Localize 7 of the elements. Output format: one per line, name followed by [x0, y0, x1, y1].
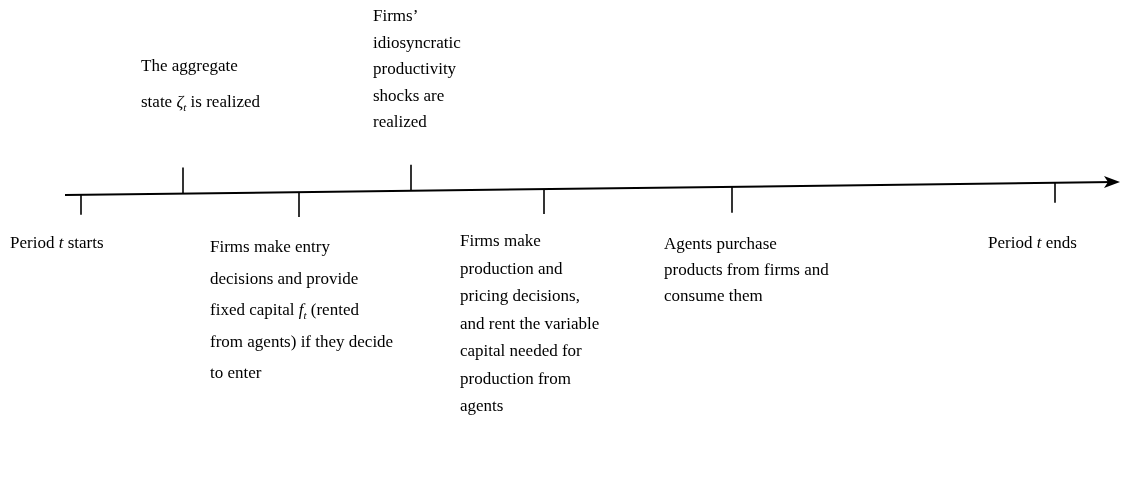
- event-label: Firms make entry decisions and provide fixed capital f$_{t}$ (rented from agents) if they decide to enter: [210, 236, 395, 384]
- event-label: Period t starts: [10, 232, 105, 254]
- event-label: Period t ends: [988, 232, 1078, 254]
- event-label: Firms’ idiosyncratic productivity shocks are realized: [373, 5, 462, 133]
- event-label: The aggregate state ζ$_{t}$ is realized: [141, 55, 261, 115]
- event-label: Agents purchase products from firms and consume them: [664, 233, 830, 307]
- event-label: Firms make production and pricing decisions, and rent the variable capital needed for production from agents: [460, 230, 600, 417]
